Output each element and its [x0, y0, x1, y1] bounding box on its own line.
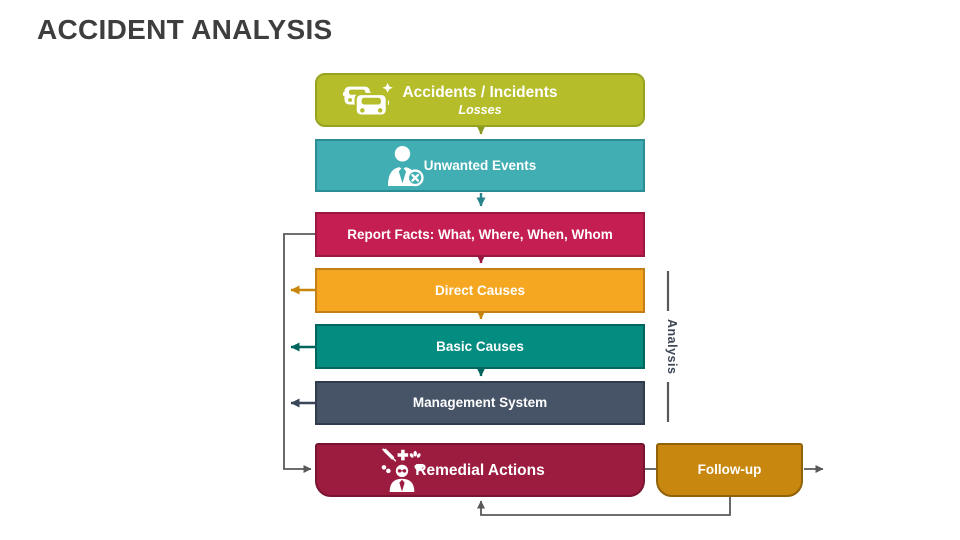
- flow-box-accidents-incidents: Accidents / Incidents Losses: [315, 73, 645, 127]
- person-error-icon: [387, 144, 427, 187]
- car-collision-icon: [343, 77, 401, 123]
- flow-box-report-facts: Report Facts: What, Where, When, Whom: [315, 212, 645, 257]
- box-label: Basic Causes: [436, 338, 524, 354]
- flow-box-direct-causes: Direct Causes: [315, 268, 645, 313]
- flow-box-management-system: Management System: [315, 381, 645, 425]
- box-label: Report Facts: What, Where, When, Whom: [347, 226, 613, 242]
- flow-box-basic-causes: Basic Causes: [315, 324, 645, 369]
- box-label: Follow-up: [697, 462, 762, 477]
- box-label: Remedial Actions: [415, 461, 545, 479]
- box-label: Direct Causes: [434, 282, 526, 298]
- feedback-line-report-to-remedial: [283, 233, 315, 473]
- flow-box-unwanted-events: Unwanted Events: [315, 139, 645, 192]
- box-label: Management System: [412, 395, 548, 410]
- feedback-line-followup-to-remedial: [477, 497, 731, 516]
- flow-box-follow-up: Follow-up: [656, 443, 803, 497]
- box-sublabel: Losses: [458, 102, 502, 117]
- page-title: ACCIDENT ANALYSIS: [37, 14, 333, 45]
- box-label: Accidents / Incidents: [402, 83, 558, 101]
- analysis-group-label: Analysis: [665, 319, 679, 375]
- box-label: Unwanted Events: [423, 157, 537, 173]
- flow-box-remedial-actions: Remedial Actions: [315, 443, 645, 497]
- medical-person-icon: [379, 448, 425, 492]
